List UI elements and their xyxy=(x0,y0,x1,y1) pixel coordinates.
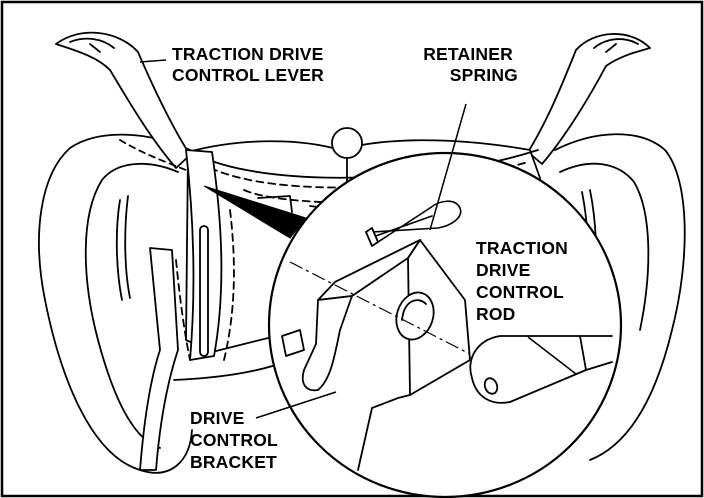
left-handle-grip-slot xyxy=(115,195,131,301)
lever-dashed-edge xyxy=(119,139,187,171)
bracket-lower-tab xyxy=(281,329,305,357)
left-slot xyxy=(199,225,209,357)
right-lever-grip-ridge xyxy=(593,38,639,53)
label-traction-drive-control-rod: TRACTION DRIVE CONTROL ROD xyxy=(476,238,573,324)
lower-chute xyxy=(139,247,179,471)
leader-control-rod xyxy=(527,336,577,375)
bracket-hole-inner xyxy=(401,299,427,321)
lever-grip-ridge xyxy=(69,37,115,53)
housing-dashed-side xyxy=(175,209,235,361)
right-handle-loop-inner xyxy=(559,162,650,331)
label-traction-drive-control-lever: TRACTION DRIVE CONTROL LEVER xyxy=(172,44,329,85)
control-rod-shaft xyxy=(579,335,613,371)
control-rod-hole xyxy=(483,377,499,395)
retainer-spring-tip xyxy=(365,227,379,247)
zoom-pointer-wedge xyxy=(203,185,307,239)
bracket-plate-edge xyxy=(407,239,421,396)
label-retainer-spring: RETAINER SPRING xyxy=(423,44,518,85)
label-drive-control-bracket: DRIVE CONTROL BRACKET xyxy=(190,408,283,472)
leader-retainer-spring xyxy=(429,103,467,231)
leader-lines xyxy=(139,59,577,419)
bracket-hook-tab xyxy=(301,295,353,392)
detail-magnifier xyxy=(267,151,623,498)
leader-control-lever xyxy=(139,59,167,63)
leader-bracket xyxy=(255,391,337,419)
shift-knob xyxy=(331,127,363,159)
bracket-plate-face xyxy=(334,239,471,471)
bracket-hole xyxy=(395,291,435,341)
alignment-axis xyxy=(289,261,471,355)
